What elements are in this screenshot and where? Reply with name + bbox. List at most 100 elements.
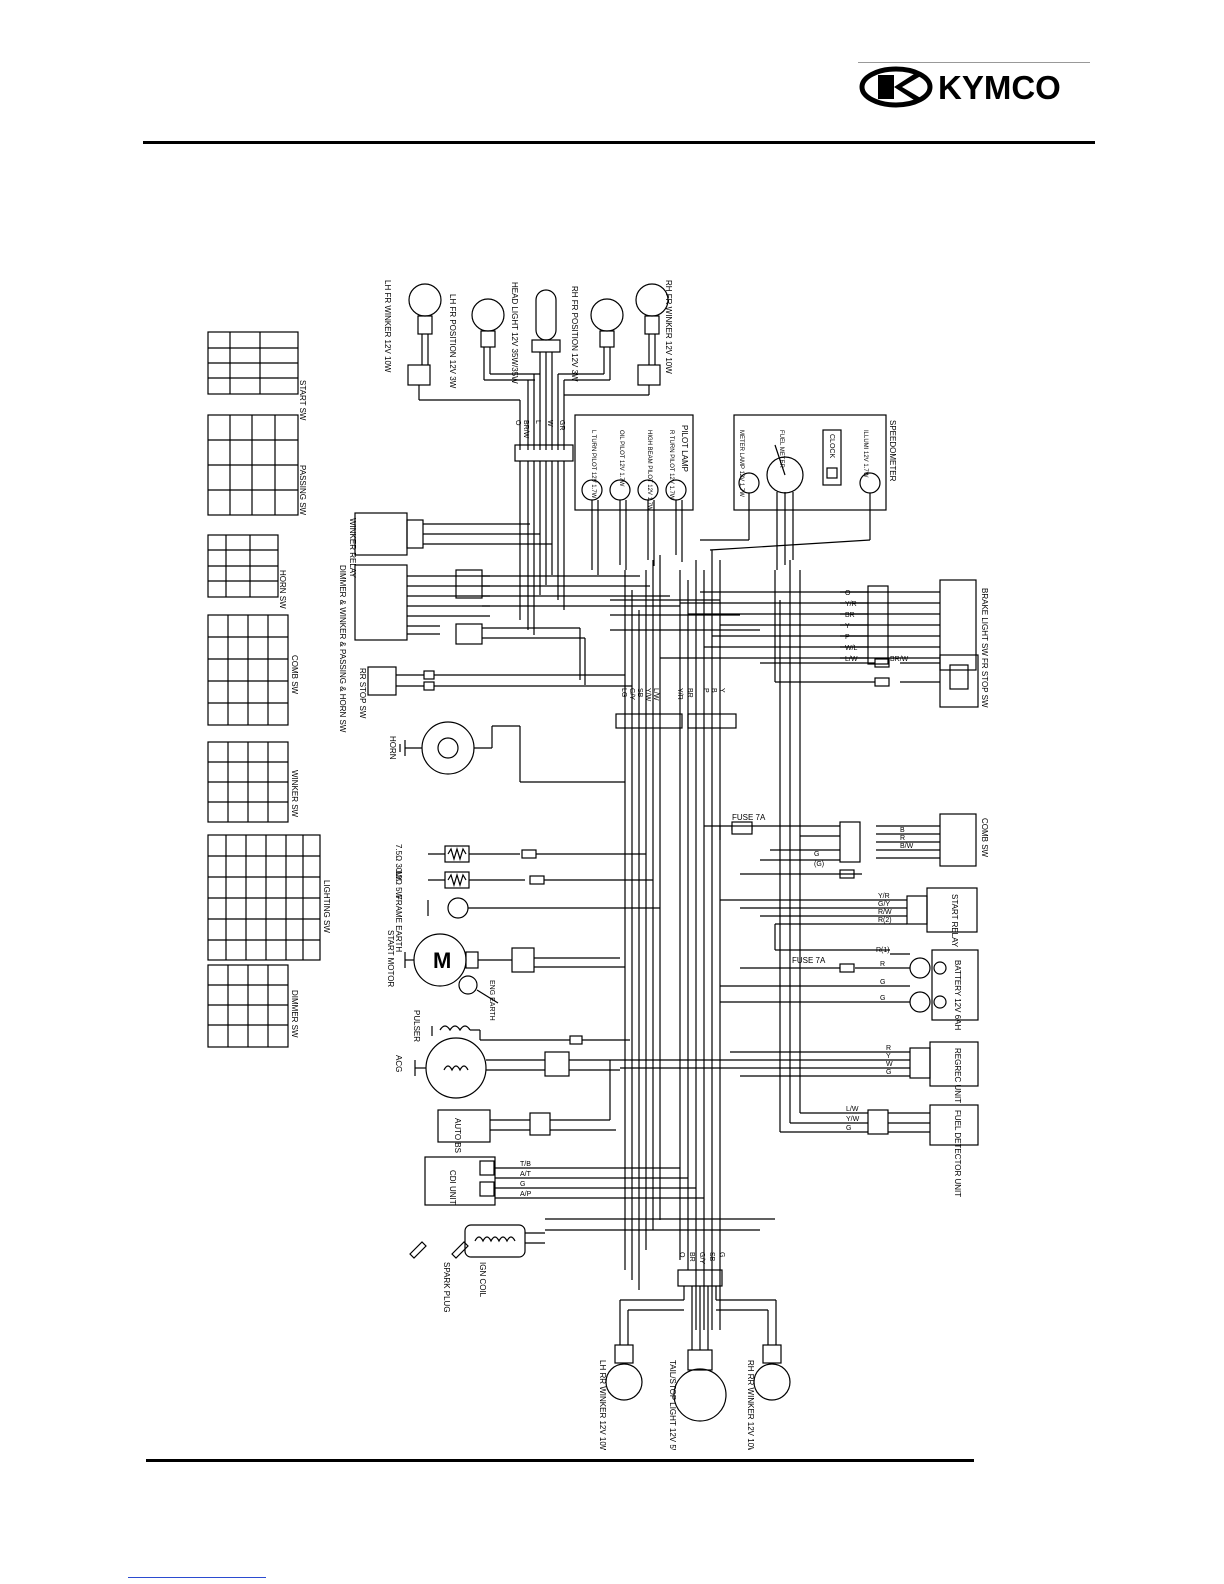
front-harness (418, 334, 656, 462)
page-link-underline[interactable] (128, 1577, 266, 1578)
bottom-rule (146, 1459, 974, 1462)
comb-sw-label: COMB SW (980, 818, 989, 858)
rh-rr-winker-label: RH RR WINKER 12V 10W (746, 1360, 755, 1450)
start-motor-label: START MOTOR (386, 930, 395, 987)
logo-k-stem (878, 75, 894, 99)
horn-label: HORN (388, 736, 397, 760)
wire-brw: BR/W (522, 420, 529, 439)
bundle-wire-1: LG (620, 688, 627, 697)
fuel-wire-1: L/W (846, 1106, 859, 1113)
winker-relay-label: WINKER RELAY (348, 518, 357, 579)
front-lamps (407, 283, 669, 386)
battery (720, 949, 979, 1021)
comb-wire-3: B/W (900, 843, 914, 850)
dimmer-switch-label: DIMMER & WINKER & PASSING & HORN SW (338, 565, 347, 733)
right-wire-2: Y/R (845, 601, 857, 608)
comb-wire-4: G (814, 851, 819, 858)
switch-table-horn (207, 534, 279, 598)
relay-wire-1: Y/R (878, 893, 890, 900)
regrec-label: REGREC UNIT (953, 1048, 962, 1103)
comb-switch (704, 813, 977, 879)
bundle-wire-5: L/W (652, 688, 659, 701)
cdi-wire-2: A/T (520, 1171, 532, 1178)
comb-wire-5: (G) (814, 861, 824, 868)
fr-stop-switch (760, 570, 979, 708)
pilot-lamp-2: OIL PILOT 12V 1.7W (618, 430, 624, 487)
rh-fr-winker-label: RH FR WINKER 12V 10W (664, 280, 673, 374)
brake-light-switch (660, 579, 977, 671)
rr-stop-switch (367, 666, 632, 696)
passing-sw-title: PASSING SW (298, 465, 307, 516)
fuel-wire-3: G (846, 1125, 851, 1132)
tail-stop-label: TAIL/STOP LIGHT 12V 5W/21W (668, 1360, 677, 1450)
winker-relay-box (354, 512, 552, 556)
start-motor (404, 933, 625, 1004)
regrec-unit (610, 1041, 979, 1087)
right-wire-5: P (845, 634, 850, 641)
rr-stop-sw-label: RR STOP SW (358, 668, 367, 719)
logo-ring (859, 66, 933, 108)
lh-rr-winker-label: LH RR WINKER 12V 10W (598, 1360, 607, 1450)
right-wire-6: W/L (845, 645, 858, 652)
brake-light-sw-label: BRAKE LIGHT SW (980, 588, 989, 656)
lh-fr-winker-label: LH FR WINKER 12V 10W (383, 280, 392, 373)
clock-label: CLOCK (828, 434, 835, 458)
resistors (427, 845, 660, 919)
comb-wire-1: B (900, 827, 905, 834)
spark-plug-label: SPARK PLUG (442, 1262, 451, 1313)
horn-sw-title: HORN SW (278, 570, 287, 609)
eng-earth-label: ENG EARTH (488, 980, 495, 1021)
rear-lamps (605, 1269, 791, 1422)
top-rule (143, 141, 1095, 144)
pulser-label: PULSER (412, 1010, 421, 1042)
head-light-label: HEAD LIGHT 12V 35W/35W (510, 282, 519, 384)
switch-table-comb (207, 614, 289, 726)
pilot-lamp-title: PILOT LAMP (680, 425, 689, 472)
winker-sw-title: WINKER SW (290, 770, 299, 818)
fuse-1-label: FUSE 7A (732, 813, 766, 822)
fuel-meter-label: FUEL METER (778, 430, 784, 468)
comb-sw-title: COMB SW (290, 655, 299, 695)
fuel-unit-label: FUEL DETECTOR UNIT (953, 1110, 962, 1197)
fuse-top (731, 825, 753, 835)
switch-table-lighting (207, 834, 321, 961)
switch-table-passing (207, 414, 299, 516)
start-relay (720, 887, 978, 951)
right-wire-4: Y (845, 623, 850, 630)
switch-table-dimmer (207, 964, 289, 1048)
bundle-wire-9: B (710, 688, 717, 693)
wire-l: L (534, 420, 541, 424)
right-wire-8: BR/W (890, 656, 909, 663)
bundle-wire-7: BR (686, 688, 693, 698)
right-wire-1: O (845, 590, 851, 597)
speedometer-title: SPEEDOMETER (888, 420, 897, 482)
switch-table-start (207, 331, 299, 395)
frame-earth-label: FRAME EARTH (394, 895, 403, 952)
cdi-unit-label: CDI UNIT (448, 1170, 457, 1205)
wiring-diagram: START SW PASSING SW HORN SW COMB SW WINK… (200, 270, 1000, 1475)
auto-bs-label: AUTO BS (453, 1118, 462, 1153)
ign-coil-label: IGN COIL (478, 1262, 487, 1298)
bundle-wire-6: Y/R (676, 688, 683, 700)
fuel-wire-2: Y/W (846, 1116, 860, 1123)
speedometer-box (700, 414, 887, 570)
kymco-logo: KYMCO (858, 64, 1090, 110)
acg-label: ACG (394, 1055, 403, 1072)
pulser-acg (414, 1025, 630, 1099)
regrec-wire-3: W (886, 1061, 893, 1068)
bundle-wire-8: P (702, 688, 709, 693)
wire-w: W (546, 420, 553, 427)
battery-wire-2: R (880, 961, 885, 968)
resistor-1-label: 7.5Ω 30W (394, 844, 403, 880)
relay-wire-2: G/Y (878, 901, 890, 908)
motor-symbol: M (433, 948, 451, 973)
regrec-wire-2: Y (886, 1053, 891, 1060)
pilot-lamp-4: R TURN PILOT 12V 1.7W (668, 430, 674, 500)
logo-wordmark: KYMCO (938, 69, 1061, 106)
horn (399, 721, 625, 783)
resistor-2-label: 12Ω 5W (394, 870, 403, 900)
dimmer-sw-title: DIMMER SW (290, 990, 299, 1038)
illumi-lamp-label: ILLUMI 12V 1.7W (862, 430, 868, 478)
rh-fr-position-label: RH FR POSITION 12V 3W (570, 286, 579, 382)
right-wire-3: BR (845, 612, 855, 619)
